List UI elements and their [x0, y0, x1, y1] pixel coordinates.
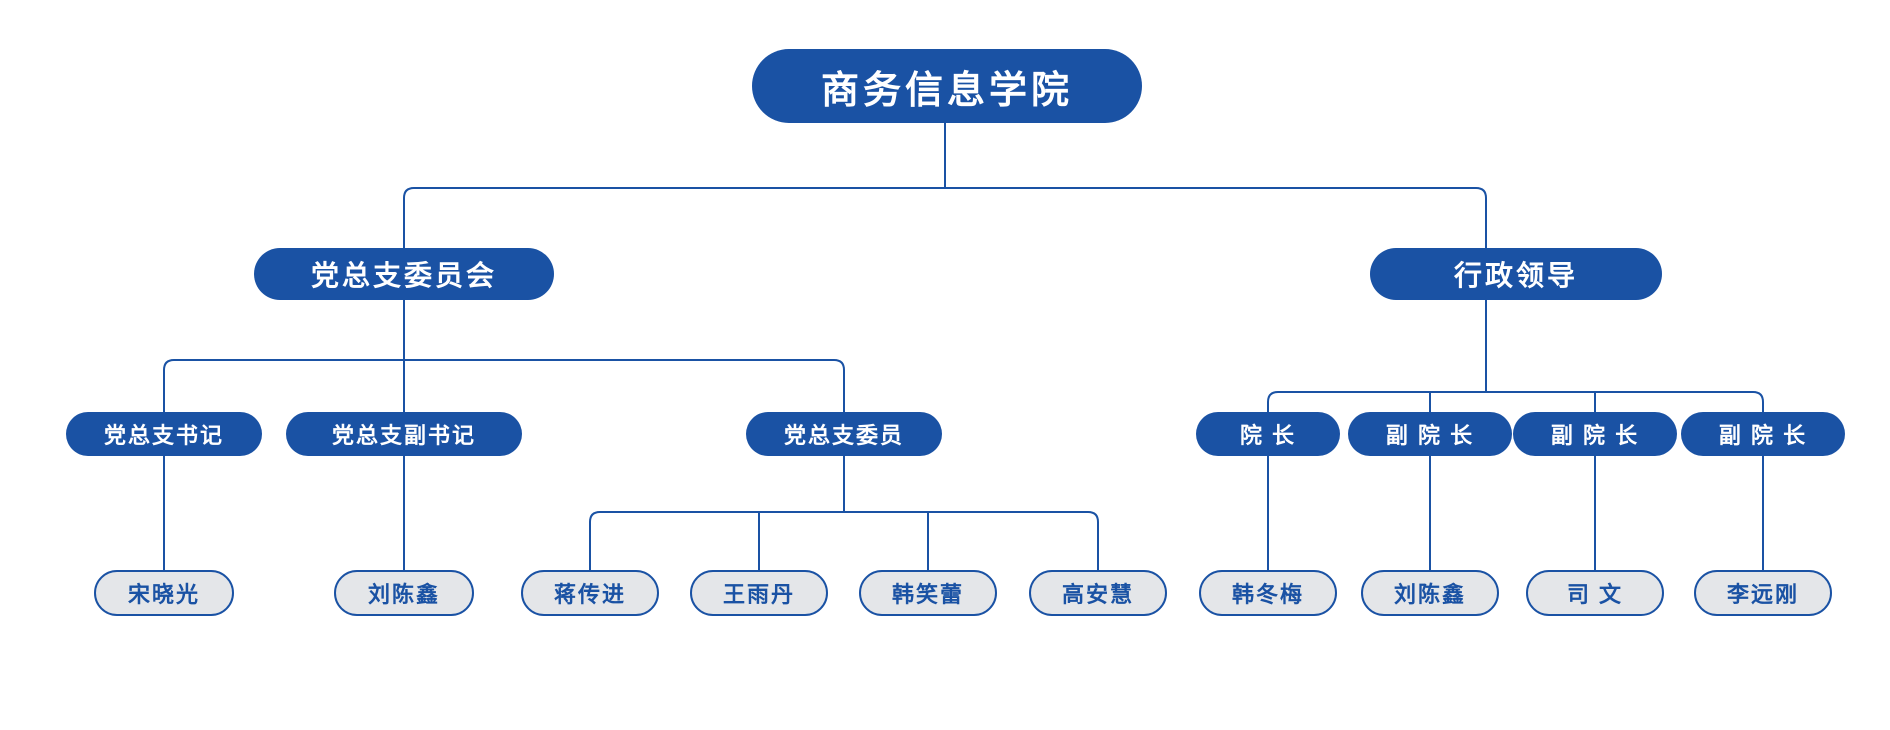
connector-role-weiyuan-bus	[589, 511, 1099, 572]
node-person-song-xiaoguang[interactable]: 宋晓光	[94, 570, 234, 616]
node-person-liu-chenxin-admin[interactable]: 刘陈鑫	[1361, 570, 1499, 616]
connector-root-bus	[403, 187, 1487, 278]
node-branch-party-committee[interactable]: 党总支委员会	[254, 248, 554, 300]
connector-branch-left-bus	[163, 359, 845, 418]
node-person-jiang-chuanjin[interactable]: 蒋传进	[521, 570, 659, 616]
node-person-liu-chenxin-party[interactable]: 刘陈鑫	[334, 570, 474, 616]
node-role-party-secretary[interactable]: 党总支书记	[66, 412, 262, 456]
node-person-han-xiaolei[interactable]: 韩笑蕾	[859, 570, 997, 616]
node-role-dean[interactable]: 院 长	[1196, 412, 1340, 456]
node-role-party-committee-member[interactable]: 党总支委员	[746, 412, 942, 456]
node-role-vice-dean-2[interactable]: 副 院 长	[1513, 412, 1677, 456]
node-root[interactable]: 商务信息学院	[752, 49, 1142, 123]
node-role-party-deputy-secretary[interactable]: 党总支副书记	[286, 412, 522, 456]
node-person-wang-yudan[interactable]: 王雨丹	[690, 570, 828, 616]
node-person-li-yuangang[interactable]: 李远刚	[1694, 570, 1832, 616]
node-branch-administrative-leadership[interactable]: 行政领导	[1370, 248, 1662, 300]
connector-branch-right-bus	[1267, 391, 1764, 418]
node-role-vice-dean-3[interactable]: 副 院 长	[1681, 412, 1845, 456]
node-person-han-dongmei[interactable]: 韩冬梅	[1199, 570, 1337, 616]
node-person-gao-anhui[interactable]: 高安慧	[1029, 570, 1167, 616]
node-role-vice-dean-1[interactable]: 副 院 长	[1348, 412, 1512, 456]
node-person-si-wen[interactable]: 司 文	[1526, 570, 1664, 616]
